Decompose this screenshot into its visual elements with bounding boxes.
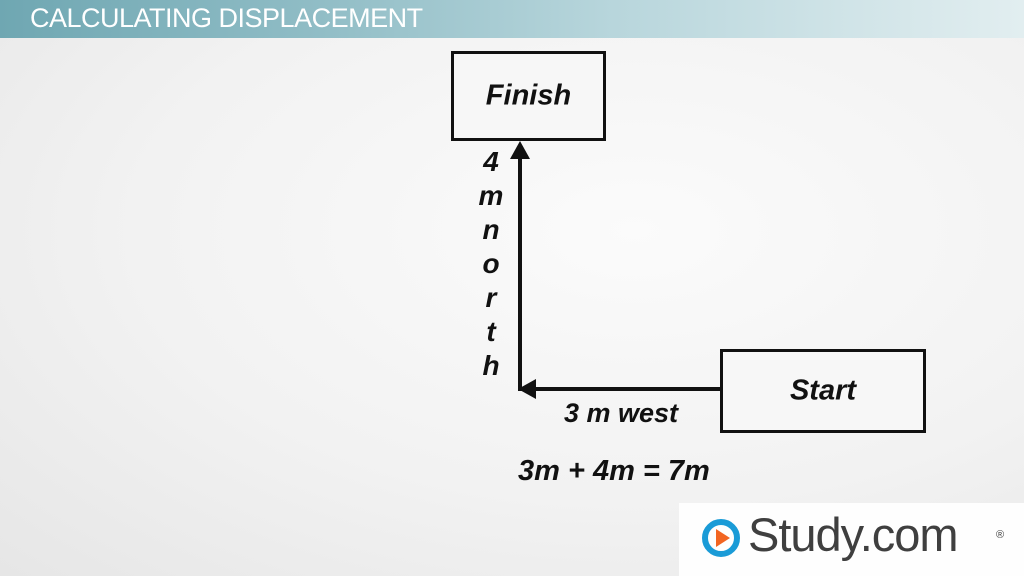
finish-box: Finish: [451, 51, 606, 141]
distance-equation: 3m + 4m = 7m: [518, 455, 710, 487]
start-box: Start: [720, 349, 926, 433]
north-label-char: h: [482, 350, 500, 381]
registered-mark: ®: [996, 529, 1005, 541]
finish-label: Finish: [485, 79, 572, 112]
west-distance-label: 3 m west: [564, 398, 679, 428]
north-distance-label: 4 m n o r t h: [472, 145, 510, 383]
slide-title: CALCULATING DISPLACEMENT: [30, 3, 423, 33]
play-circle-icon: [702, 519, 740, 557]
north-arrowhead: [510, 141, 530, 159]
north-label-char: t: [486, 316, 496, 347]
west-arrowhead: [518, 379, 536, 399]
logo-text: Study.com: [748, 508, 959, 561]
north-label-char: r: [485, 282, 497, 313]
north-label-char: 4: [483, 146, 499, 177]
north-label-char: n: [482, 214, 500, 245]
start-label: Start: [789, 374, 857, 407]
north-label-char: o: [482, 248, 500, 279]
north-label-char: m: [478, 180, 504, 211]
title-bar: CALCULATING DISPLACEMENT: [0, 0, 1024, 38]
